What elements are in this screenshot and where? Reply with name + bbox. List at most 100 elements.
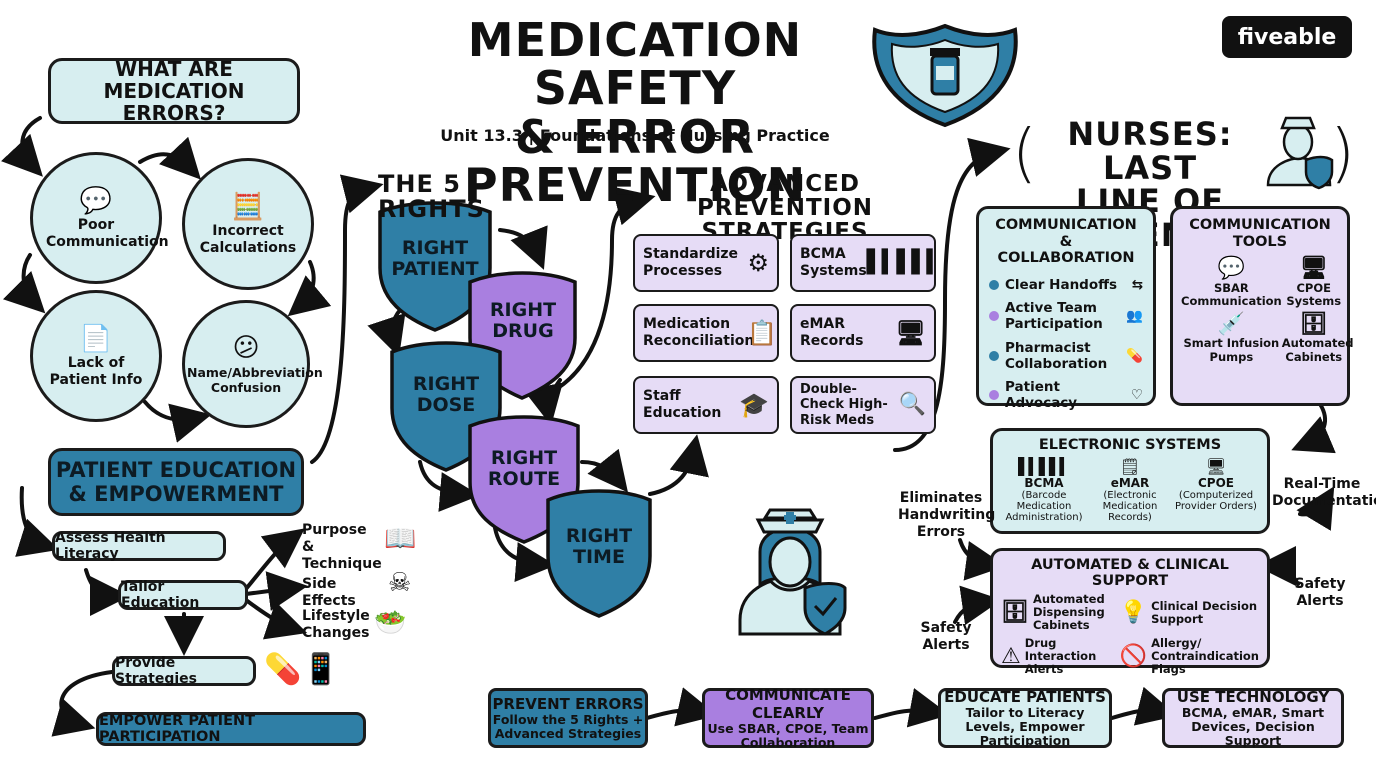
speech-bubbles-icon: 💬 <box>79 185 113 216</box>
system-emar: 🗒eMAR(Electronic Medication Records) <box>1087 457 1173 523</box>
paren-right: ) <box>1330 117 1355 191</box>
monitor-icon: 🖥 <box>1205 457 1227 476</box>
topic-purpose: Purpose & Technique <box>302 522 382 572</box>
strategy-label: eMAR Records <box>800 316 864 349</box>
title-line-2: & ERROR PREVENTION <box>463 109 807 212</box>
cause-label: Poor Communication <box>46 216 169 250</box>
right-drug-label: RIGHT DRUG <box>489 299 557 342</box>
strategy-label: Medication Reconciliation <box>643 316 755 349</box>
checklist-icon: 📋 <box>747 318 777 347</box>
tool-cabinets: 🗄Automated Cabinets <box>1281 312 1354 364</box>
strategy-label: Staff Education <box>643 388 722 421</box>
nurse-defense-icon <box>1266 116 1334 190</box>
food-icon: 🥗 <box>374 608 407 638</box>
cause-name-confusion: 😕 Name/Abbreviation Confusion <box>182 300 323 428</box>
tools-heading: COMMUNICATION TOOLS <box>1189 217 1331 250</box>
confused-face-icon: 😕 <box>232 333 260 364</box>
tools-panel: COMMUNICATION TOOLS 💬SBAR Communication … <box>1170 206 1354 406</box>
safety-alerts-right: Safety Alerts <box>1294 576 1346 609</box>
book-icon: 📖 <box>384 524 417 554</box>
arrows-icon: ⇆ <box>1131 277 1143 294</box>
chat-icon: 💬 <box>1217 256 1246 282</box>
barcode-icon: ▌▍▌▌▍ <box>866 249 944 275</box>
iv-pump-icon: 💉 <box>1217 312 1246 338</box>
strategy-label: Standardize Processes <box>643 246 739 279</box>
calculator-icon: 🧮 <box>231 191 265 222</box>
strategy-double-check: Double-Check High-Risk Meds 🔍 <box>790 376 936 434</box>
phone-app-icon: 📱 <box>302 652 340 687</box>
provide-strategies: Provide Strategies <box>112 655 256 687</box>
eliminates-handwriting: Eliminates Handwriting Errors <box>898 490 996 540</box>
right-time-label: RIGHT TIME <box>565 525 633 568</box>
strategy-label: Double-Check High-Risk Meds <box>800 381 888 428</box>
support-allergy: 🚫Allergy/ Contraindication Flags <box>1119 635 1259 677</box>
collab-heading: COMMUNICATION & COLLABORATION <box>995 217 1137 267</box>
cause-label: Name/Abbreviation Confusion <box>187 364 323 395</box>
record-icon: 🗒 <box>1119 457 1141 476</box>
graduation-cap-icon: 🎓 <box>739 390 769 419</box>
summary-technology: USE TECHNOLOGY BCMA, eMAR, Smart Devices… <box>1162 688 1344 748</box>
topic-side-effects: Side Effects <box>302 576 356 609</box>
topic-lifestyle: Lifestyle Changes <box>302 608 370 641</box>
automated-panel: AUTOMATED & CLINICAL SUPPORT 🗄Automated … <box>990 548 1270 676</box>
magnifier-icon: 🔍 <box>898 391 926 417</box>
system-bcma: ▌▍▌▌▍BCMA(Barcode Medication Administrat… <box>1001 457 1087 523</box>
automated-heading: AUTOMATED & CLINICAL SUPPORT <box>1031 557 1229 589</box>
no-allergy-icon: 🚫 <box>1119 643 1148 669</box>
gear-icon: ⚙ <box>747 248 769 277</box>
collab-item: Patient Advocacy♡ <box>989 379 1143 411</box>
shield-right-time <box>546 489 652 618</box>
cause-lack-of-info: 📄 Lack of Patient Info <box>30 290 162 422</box>
strategy-staff-education: Staff Education 🎓 <box>633 376 779 434</box>
title-line-1: MEDICATION SAFETY <box>467 13 803 116</box>
strategy-emar: eMAR Records 🖥 <box>790 304 936 362</box>
medicine-bottle-icon: 💊 <box>1126 347 1143 364</box>
tailor-education: Tailor Education <box>118 579 248 611</box>
nurses-heading-line-1: NURSES: LAST <box>1067 115 1233 187</box>
realtime-documentation: Real-Time Documentation <box>1272 476 1376 509</box>
paren-left: ( <box>1012 117 1037 191</box>
cause-label: Incorrect Calculations <box>199 222 297 256</box>
strategy-bcma: BCMA Systems▌▍▌▌▍ <box>790 234 943 292</box>
electronic-heading: ELECTRONIC SYSTEMS <box>1038 437 1222 453</box>
cause-incorrect-calculations: 🧮 Incorrect Calculations <box>182 158 314 290</box>
collab-item: Clear Handoffs⇆ <box>989 277 1143 293</box>
safety-alerts-left: Safety Alerts <box>920 620 972 653</box>
collab-item: Pharmacist Collaboration💊 <box>989 340 1143 372</box>
system-cpoe: 🖥CPOE(Computerized Provider Orders) <box>1173 457 1259 523</box>
tool-infusion: 💉Smart Infusion Pumps <box>1181 312 1282 364</box>
electronic-panel: ELECTRONIC SYSTEMS ▌▍▌▌▍BCMA(Barcode Med… <box>990 428 1270 534</box>
right-patient-label: RIGHT PATIENT <box>391 237 479 280</box>
brand-logo: fiveable <box>1222 16 1352 58</box>
cabinet-icon: 🗄 <box>1001 600 1029 626</box>
header-shield-icon <box>872 23 1018 128</box>
skull-icon: ☠ <box>388 568 412 598</box>
strategy-reconciliation: Medication Reconciliation📋 <box>633 304 779 362</box>
pill-organizer-icon: 💊 <box>264 652 302 687</box>
cause-label: Lack of Patient Info <box>49 354 143 388</box>
page-title: MEDICATION SAFETY & ERROR PREVENTION <box>395 16 875 209</box>
summary-prevent: PREVENT ERRORS Follow the 5 Rights + Adv… <box>488 688 648 748</box>
lightbulb-icon: 💡 <box>1119 600 1148 626</box>
rights-heading: THE 5 RIGHTS <box>378 170 485 224</box>
collab-panel: COMMUNICATION & COLLABORATION Clear Hand… <box>976 206 1156 411</box>
screen-icon: 🖥 <box>1299 256 1328 282</box>
support-interaction: ⚠Drug Interaction Alerts <box>1001 635 1097 677</box>
education-heading: PATIENT EDUCATION & EMPOWERMENT <box>48 448 304 516</box>
cabinet-icon: 🗄 <box>1299 312 1328 338</box>
support-decision: 💡Clinical Decision Support <box>1119 598 1258 626</box>
summary-educate: EDUCATE PATIENTS Tailor to Literacy Leve… <box>938 688 1112 748</box>
heart-icon: ♡ <box>1130 387 1143 404</box>
empower-patient-participation: EMPOWER PATIENT PARTICIPATION <box>96 712 366 746</box>
assess-health-literacy: Assess Health Literacy <box>52 530 226 562</box>
document-icon: 📄 <box>79 323 113 354</box>
support-dispensing: 🗄Automated Dispensing Cabinets <box>1001 592 1105 633</box>
subtitle: Unit 13.3 | Foundations of Nursing Pract… <box>440 126 830 145</box>
strategy-standardize: Standardize Processes ⚙ <box>633 234 779 292</box>
errors-heading: WHAT ARE MEDICATION ERRORS? <box>48 58 300 124</box>
tool-sbar: 💬SBAR Communication <box>1181 256 1282 308</box>
warning-pill-icon: ⚠ <box>1001 643 1021 669</box>
tool-cpoe: 🖥CPOE Systems <box>1282 256 1346 308</box>
monitor-icon: 🖥 <box>895 318 926 347</box>
right-dose-label: RIGHT DOSE <box>412 373 480 416</box>
